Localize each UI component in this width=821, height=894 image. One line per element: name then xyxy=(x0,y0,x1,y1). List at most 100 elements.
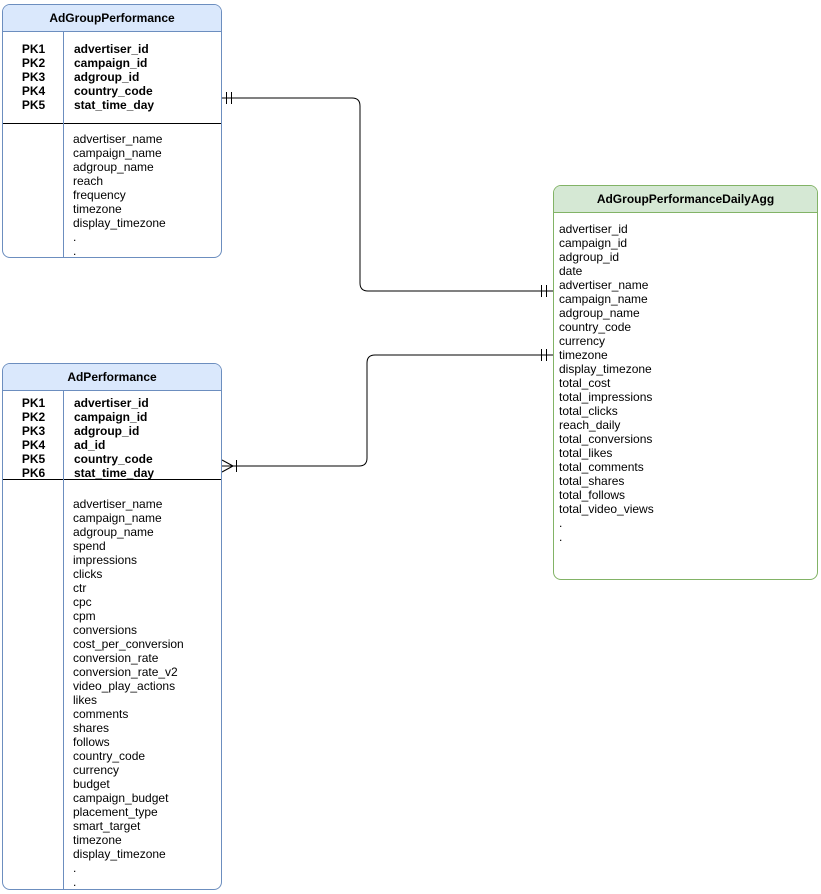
field-row: conversion_rate_v2 xyxy=(73,665,178,679)
field-row: campaign_name xyxy=(73,146,162,160)
field-row: campaign_name xyxy=(73,511,162,525)
table-title: AdGroupPerformanceDailyAgg xyxy=(554,186,817,213)
field-row: clicks xyxy=(73,567,103,581)
column-divider xyxy=(63,32,64,257)
field-row: advertiser_id xyxy=(559,222,628,236)
field-row: likes xyxy=(73,693,98,707)
pk-field-name: campaign_id xyxy=(74,410,148,424)
field-row: conversion_rate xyxy=(73,651,159,665)
relationship-line xyxy=(222,354,553,467)
field-row: total_clicks xyxy=(559,404,618,418)
primary-key-section: PK1 advertiser_id PK2 campaign_id PK3 ad… xyxy=(3,391,221,480)
field-row: video_play_actions xyxy=(73,679,176,693)
pk-row: PK1 advertiser_id xyxy=(3,396,221,410)
pk-field-name: ad_id xyxy=(74,438,106,452)
field-row: timezone xyxy=(73,833,122,847)
field-row: display_timezone xyxy=(73,847,166,861)
field-row: adgroup_name xyxy=(73,525,154,539)
cardinality-one-marks-left xyxy=(226,92,232,104)
field-row: advertiser_name xyxy=(73,497,163,511)
table-body: advertiser_id campaign_id adgroup_id dat… xyxy=(554,213,817,544)
pk-row: PK3 adgroup_id xyxy=(3,424,221,438)
pk-field-name: advertiser_id xyxy=(74,42,149,56)
field-row: advertiser_name xyxy=(73,132,163,146)
field-row: date xyxy=(559,264,583,278)
field-row: frequency xyxy=(73,188,126,202)
pk-label: PK4 xyxy=(21,84,46,98)
pk-field-name: stat_time_day xyxy=(74,466,155,480)
field-row: total_likes xyxy=(559,446,613,460)
field-row: . xyxy=(73,861,77,875)
field-row: campaign_name xyxy=(559,292,648,306)
field-row: campaign_budget xyxy=(73,791,169,805)
field-row: total_comments xyxy=(559,460,644,474)
field-row: display_timezone xyxy=(559,362,652,376)
field-row: country_code xyxy=(73,749,146,763)
entity-table-adgroupperformancedailyagg: AdGroupPerformanceDailyAgg advertiser_id… xyxy=(553,185,818,580)
field-row: comments xyxy=(73,707,129,721)
pk-row: PK4 country_code xyxy=(3,84,221,98)
field-row: timezone xyxy=(559,348,608,362)
field-row: total_video_views xyxy=(559,502,654,516)
field-row: adgroup_name xyxy=(559,306,640,320)
field-row: . xyxy=(559,516,563,530)
table-body: PK1 advertiser_id PK2 campaign_id PK3 ad… xyxy=(3,391,221,889)
field-row: . xyxy=(559,530,563,544)
field-row: currency xyxy=(73,763,120,777)
pk-label: PK1 xyxy=(21,42,46,56)
fields-section: advertiser_name campaign_name adgroup_na… xyxy=(3,480,221,889)
field-row: impressions xyxy=(73,553,138,567)
pk-row: PK5 stat_time_day xyxy=(3,98,221,112)
pk-label: PK4 xyxy=(21,438,46,452)
field-row: adgroup_id xyxy=(559,250,620,264)
pk-field-name: country_code xyxy=(74,84,153,98)
field-row: currency xyxy=(559,334,606,348)
field-row: timezone xyxy=(73,202,122,216)
pk-label: PK5 xyxy=(21,98,46,112)
section-divider xyxy=(3,479,221,480)
fields-section: advertiser_id campaign_id adgroup_id dat… xyxy=(554,213,817,544)
fields-section: advertiser_name campaign_name adgroup_na… xyxy=(3,124,221,258)
entity-table-adgroupperformance: AdGroupPerformance PK1 advertiser_id PK2… xyxy=(2,4,222,258)
cardinality-one-marks-right xyxy=(541,285,547,297)
pk-label: PK1 xyxy=(21,396,46,410)
pk-row: PK6 stat_time_day xyxy=(3,466,221,480)
field-row: . xyxy=(73,875,77,889)
relationship-adgroupperformance-dailyagg xyxy=(222,92,553,297)
field-row: cpm xyxy=(73,609,96,623)
table-title: AdGroupPerformance xyxy=(3,5,221,32)
column-divider xyxy=(63,391,64,889)
field-row: total_shares xyxy=(559,474,625,488)
field-row: total_conversions xyxy=(559,432,653,446)
pk-row: PK4 ad_id xyxy=(3,438,221,452)
field-row: cost_per_conversion xyxy=(73,637,184,651)
field-row: placement_type xyxy=(73,805,158,819)
pk-row: PK5 country_code xyxy=(3,452,221,466)
pk-field-name: adgroup_id xyxy=(74,70,140,84)
field-row: . xyxy=(73,244,77,258)
field-row: reach_daily xyxy=(559,418,621,432)
table-title: AdPerformance xyxy=(3,364,221,391)
field-row: smart_target xyxy=(73,819,141,833)
field-row: adgroup_name xyxy=(73,160,154,174)
relationship-line xyxy=(222,97,553,292)
field-row: conversions xyxy=(73,623,138,637)
field-row: shares xyxy=(73,721,110,735)
field-row: total_impressions xyxy=(559,390,653,404)
pk-row: PK2 campaign_id xyxy=(3,56,221,70)
field-row: spend xyxy=(73,539,106,553)
field-row: reach xyxy=(73,174,104,188)
pk-field-name: country_code xyxy=(74,452,153,466)
field-row: ctr xyxy=(73,581,87,595)
field-row: display_timezone xyxy=(73,216,166,230)
pk-field-name: advertiser_id xyxy=(74,396,149,410)
field-row: country_code xyxy=(559,320,632,334)
pk-field-name: adgroup_id xyxy=(74,424,140,438)
pk-label: PK3 xyxy=(21,70,46,84)
pk-label: PK3 xyxy=(21,424,46,438)
table-body: PK1 advertiser_id PK2 campaign_id PK3 ad… xyxy=(3,32,221,258)
relationship-adperformance-dailyagg xyxy=(221,349,553,473)
field-row: cpc xyxy=(73,595,92,609)
field-row: follows xyxy=(73,735,110,749)
